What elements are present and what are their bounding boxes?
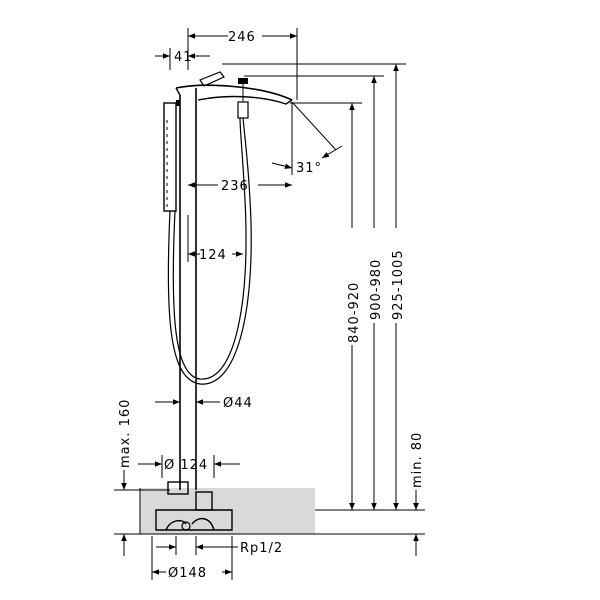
dim-label-max-160: max. 160 bbox=[118, 399, 133, 468]
dim-label-840-920: 840-920 bbox=[347, 282, 362, 343]
dim-label-900-980: 900-980 bbox=[369, 259, 384, 320]
dim-hose-offset: 124 bbox=[187, 215, 243, 263]
dim-label-124-base: Ø 124 bbox=[164, 458, 208, 473]
floor-slab bbox=[139, 488, 315, 534]
dim-label-44: Ø44 bbox=[223, 396, 253, 411]
dim-height-900: 900-980 bbox=[244, 75, 384, 510]
dim-label-236: 236 bbox=[221, 179, 249, 194]
dim-offset: 41 bbox=[155, 48, 210, 70]
dim-max-160: max. 160 bbox=[114, 399, 170, 491]
dim-thread: Rp1/2 bbox=[156, 536, 283, 556]
dim-label-124-hose: 124 bbox=[199, 248, 227, 263]
dim-label-246: 246 bbox=[228, 30, 256, 45]
base-foot bbox=[155, 481, 233, 531]
dim-height-840: 840-920 bbox=[290, 102, 362, 510]
dim-label-31deg: 31° bbox=[296, 161, 322, 176]
dim-height-925: 925-1005 bbox=[222, 63, 406, 510]
diverter-knob bbox=[237, 78, 249, 119]
dim-label-rp12: Rp1/2 bbox=[240, 541, 283, 556]
hand-shower bbox=[163, 100, 180, 212]
dim-label-41: 41 bbox=[174, 50, 193, 65]
dim-pipe-diameter: Ø44 bbox=[155, 396, 253, 411]
dim-spout-reach: 236 bbox=[188, 179, 292, 194]
shower-hose bbox=[167, 117, 252, 385]
reference-lines bbox=[114, 509, 425, 556]
dim-base-offset: Ø 124 bbox=[138, 455, 240, 478]
dim-base-diameter: Ø148 bbox=[151, 536, 233, 581]
spout bbox=[175, 71, 293, 105]
dim-label-925-1005: 925-1005 bbox=[391, 249, 406, 320]
standpipe bbox=[179, 88, 197, 490]
dim-label-148: Ø148 bbox=[168, 566, 207, 581]
dim-top-width: 246 bbox=[187, 28, 298, 100]
dim-min-80: min. 80 bbox=[410, 432, 425, 556]
dim-angle: 31° bbox=[271, 101, 343, 176]
dim-label-min-80: min. 80 bbox=[410, 432, 425, 488]
